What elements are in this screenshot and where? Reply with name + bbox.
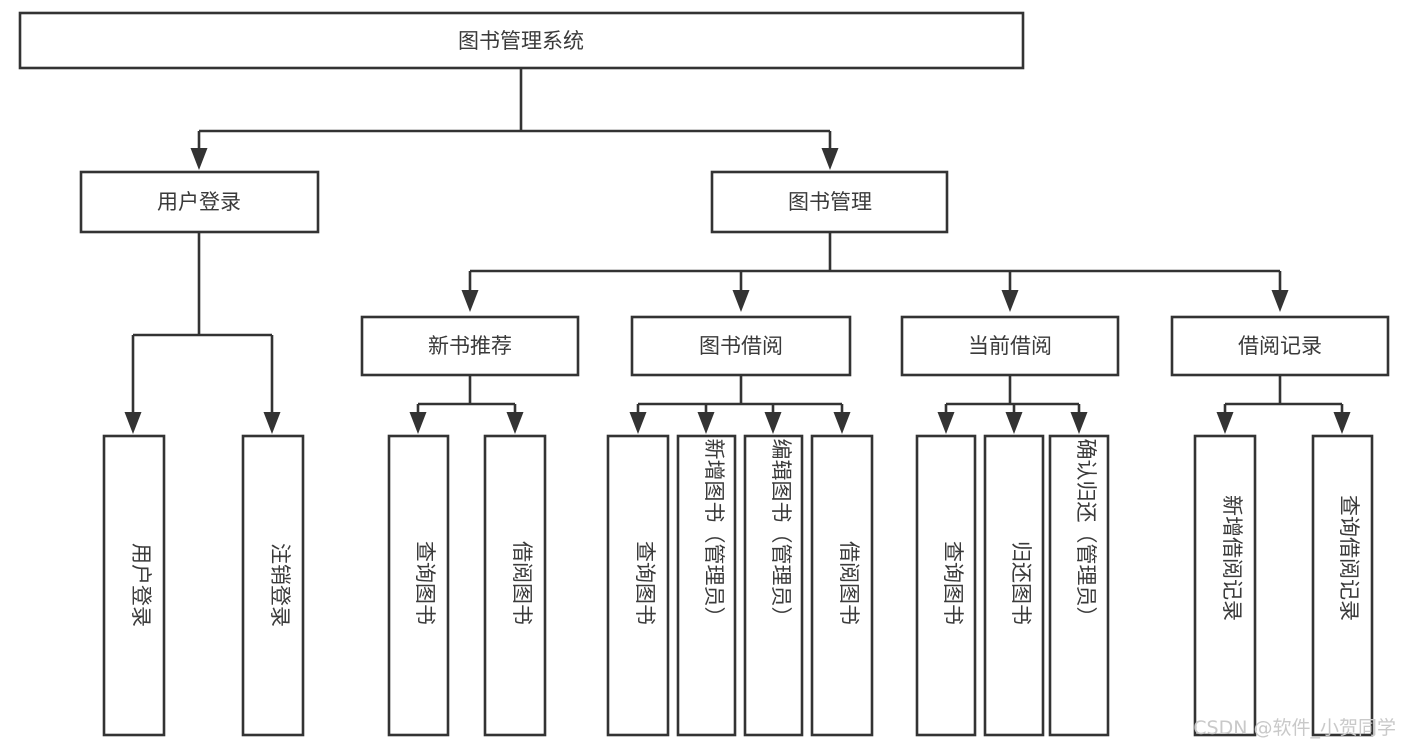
root-label: 图书管理系统 — [458, 29, 584, 53]
leaf-edit-book-box — [743, 434, 804, 737]
leaf-add-book[interactable]: 新增图书（管理员） — [676, 434, 737, 737]
leaf-query-book-2-label: 查询图书 — [633, 541, 657, 625]
connector-user-login-to-leaves — [124, 232, 281, 434]
leaf-query-book-3-box — [915, 434, 977, 737]
node-user-login[interactable]: 用户登录 — [79, 170, 320, 234]
arrow-to-book-borrow — [732, 290, 750, 312]
leaf-user-login-box — [102, 434, 166, 737]
leaf-add-book-label: 新增图书（管理员） — [702, 439, 726, 628]
arrow-to-book-manage — [821, 148, 839, 170]
arrow-to-leaf-borrow-book-2 — [833, 412, 851, 434]
arrow-to-leaf-return-book — [1005, 412, 1023, 434]
arrow-to-leaf-edit-book — [764, 412, 782, 434]
borrow-record-label: 借阅记录 — [1238, 334, 1322, 358]
node-root[interactable]: 图书管理系统 — [18, 11, 1025, 70]
node-book-borrow[interactable]: 图书借阅 — [630, 315, 852, 377]
leaf-query-book-2-box — [606, 434, 670, 737]
leaf-add-book-box — [676, 434, 737, 737]
leaf-query-book-1-label: 查询图书 — [413, 541, 437, 625]
leaf-borrow-book-2-box — [810, 434, 874, 737]
arrow-to-leaf-query-book-3 — [937, 412, 955, 434]
leaf-borrow-book-1-label: 借阅图书 — [510, 541, 534, 625]
arrow-to-leaf-add-book — [697, 412, 715, 434]
node-book-manage[interactable]: 图书管理 — [710, 170, 949, 234]
arrow-to-leaf-query-book-1 — [409, 412, 427, 434]
book-borrow-label: 图书借阅 — [699, 334, 783, 358]
root-box — [18, 11, 1025, 70]
arrow-to-borrow-record — [1271, 290, 1289, 312]
node-new-book-recommend[interactable]: 新书推荐 — [360, 315, 580, 377]
leaf-confirm-return-label: 确认归还（管理员） — [1074, 439, 1098, 628]
leaf-user-login-label: 用户登录 — [129, 543, 153, 627]
arrow-to-leaf-query-book-2 — [629, 412, 647, 434]
arrow-to-leaf-confirm-return — [1070, 412, 1088, 434]
leaf-add-record-box — [1193, 434, 1257, 737]
leaf-query-book-2[interactable]: 查询图书 — [606, 434, 670, 737]
node-borrow-record[interactable]: 借阅记录 — [1170, 315, 1390, 377]
leaf-return-book-label: 归还图书 — [1009, 541, 1033, 625]
leaf-return-book-box — [983, 434, 1045, 737]
leaf-return-book[interactable]: 归还图书 — [983, 434, 1045, 737]
connector-borrow-record-to-leaves — [1216, 375, 1351, 434]
connector-book-borrow-to-leaves — [629, 375, 851, 434]
new-book-recommend-label: 新书推荐 — [428, 334, 512, 358]
leaf-borrow-book-1[interactable]: 借阅图书 — [483, 434, 547, 737]
node-current-borrow[interactable]: 当前借阅 — [900, 315, 1120, 377]
leaf-query-book-3[interactable]: 查询图书 — [915, 434, 977, 737]
leaf-query-record-box — [1311, 434, 1374, 737]
arrow-to-leaf-query-record — [1333, 412, 1351, 434]
csdn-watermark: CSDN @软件_小贺同学 — [1193, 717, 1396, 739]
connector-new-book-recommend-to-leaves — [409, 375, 524, 434]
arrow-to-leaf-borrow-book-1 — [506, 412, 524, 434]
connector-root-to-level2 — [190, 68, 839, 170]
leaf-query-book-3-label: 查询图书 — [941, 541, 965, 625]
leaf-user-login[interactable]: 用户登录 — [102, 434, 166, 737]
leaf-confirm-return-box — [1048, 434, 1110, 737]
connector-current-borrow-to-leaves — [937, 375, 1088, 434]
leaf-query-record[interactable]: 查询借阅记录 — [1311, 434, 1374, 737]
arrow-to-leaf-user-login — [124, 412, 142, 434]
current-borrow-box — [900, 315, 1120, 377]
leaf-borrow-book-2[interactable]: 借阅图书 — [810, 434, 874, 737]
leaf-query-book-1[interactable]: 查询图书 — [387, 434, 450, 737]
new-book-recommend-box — [360, 315, 580, 377]
arrow-to-user-login — [190, 148, 208, 170]
leaf-borrow-book-2-label: 借阅图书 — [837, 541, 861, 625]
leaf-user-logout-label: 注销登录 — [268, 543, 292, 627]
user-login-box — [79, 170, 320, 234]
leaf-borrow-book-1-box — [483, 434, 547, 737]
leaf-confirm-return[interactable]: 确认归还（管理员） — [1048, 434, 1110, 737]
leaf-add-record[interactable]: 新增借阅记录 — [1193, 434, 1257, 737]
current-borrow-label: 当前借阅 — [968, 334, 1052, 358]
leaf-user-logout[interactable]: 注销登录 — [241, 434, 305, 737]
user-login-label: 用户登录 — [157, 190, 241, 214]
arrow-to-new-book-recommend — [461, 290, 479, 312]
connector-book-manage-to-level3 — [461, 232, 1289, 312]
arrow-to-current-borrow — [1001, 290, 1019, 312]
arrow-to-leaf-add-record — [1216, 412, 1234, 434]
leaf-user-logout-box — [241, 434, 305, 737]
leaf-query-record-label: 查询借阅记录 — [1337, 495, 1361, 621]
leaf-edit-book[interactable]: 编辑图书（管理员） — [743, 434, 804, 737]
arrow-to-leaf-user-logout — [263, 412, 281, 434]
leaf-add-record-label: 新增借阅记录 — [1220, 495, 1244, 621]
leaf-query-book-1-box — [387, 434, 450, 737]
book-manage-label: 图书管理 — [788, 190, 872, 214]
leaf-edit-book-label: 编辑图书（管理员） — [769, 439, 793, 628]
